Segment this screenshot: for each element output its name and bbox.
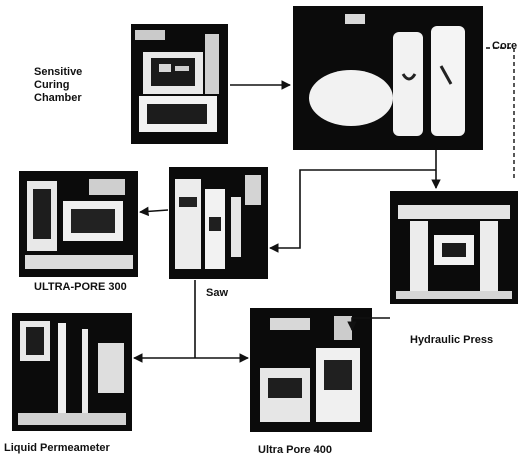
core-label: Core — [492, 40, 517, 53]
hydraulic-press-label: Hydraulic Press — [410, 334, 493, 347]
ultrapore-300-label: ULTRA-PORE 300 — [34, 281, 127, 294]
hydraulic-press-photo — [390, 191, 518, 304]
liquid-permeameter-label: Liquid Permeameter — [4, 442, 110, 455]
liquid-permeameter-photo — [12, 313, 132, 431]
saw-photo — [169, 167, 268, 279]
curing-chamber-photo — [131, 24, 228, 144]
curing-chamber-label-line1: Sensitive Curing — [34, 66, 82, 91]
curing-chamber-label-line2: Chamber — [34, 92, 82, 104]
saw-label: Saw — [206, 287, 228, 300]
arrow-saw-to-ultrapore300 — [140, 210, 168, 212]
ultrapore-400-photo — [250, 308, 372, 432]
ultrapore-300-photo — [19, 171, 138, 277]
curing-chamber-label: Sensitive Curing Chamber — [34, 66, 114, 105]
ultrapore-400-label: Ultra Pore 400 — [258, 444, 332, 457]
core-samples-photo — [293, 6, 483, 150]
core-bracket — [486, 48, 514, 180]
